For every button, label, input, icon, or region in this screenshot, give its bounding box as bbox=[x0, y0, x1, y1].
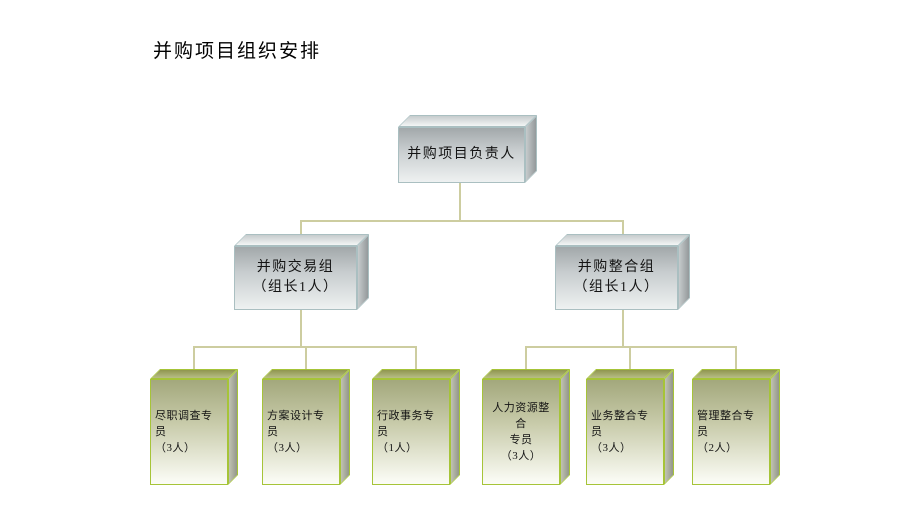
leaf-side-face bbox=[560, 369, 570, 485]
root-front-face: 并购项目负责人 bbox=[398, 127, 525, 183]
leaf-top-face bbox=[692, 369, 780, 379]
leaf-label-line: 方案设计专员 bbox=[267, 410, 325, 438]
root-top-face bbox=[398, 115, 537, 127]
org-node-leaf-hr-integration: 人力资源整合 专员 （3人） bbox=[482, 369, 570, 485]
leaf-top-face bbox=[262, 369, 350, 379]
connector-leaf3-drop bbox=[415, 346, 417, 374]
leaf-label-line: 尽职调查专员 bbox=[155, 410, 213, 438]
leaf-front-face: 管理整合专员 （2人） bbox=[692, 379, 770, 485]
leaf-side-face bbox=[450, 369, 460, 485]
connector-root-stem bbox=[459, 183, 461, 221]
leaf-side-face bbox=[340, 369, 350, 485]
connector-leaf6-drop bbox=[735, 346, 737, 374]
leaf-side-face bbox=[770, 369, 780, 485]
leaf-label-line: （3人） bbox=[267, 442, 308, 454]
leaf-top-face bbox=[482, 369, 570, 379]
connector-right-horizontal bbox=[525, 346, 737, 348]
group-side-face bbox=[357, 234, 369, 310]
org-node-group-transaction: 并购交易组 （组长1人） bbox=[234, 234, 369, 310]
connector-leaf2-drop bbox=[305, 346, 307, 374]
leaf-front-face: 人力资源整合 专员 （3人） bbox=[482, 379, 560, 485]
org-node-root: 并购项目负责人 bbox=[398, 115, 537, 183]
leaf-front-face: 尽职调查专员 （3人） bbox=[150, 379, 228, 485]
org-node-leaf-management-integration: 管理整合专员 （2人） bbox=[692, 369, 780, 485]
leaf-label-line: 行政事务专员 bbox=[377, 410, 435, 438]
leaf-label-line: （3人） bbox=[591, 442, 632, 454]
leaf-label-line: 专员 bbox=[509, 434, 533, 446]
connector-leaf1-drop bbox=[193, 346, 195, 374]
root-label: 并购项目负责人 bbox=[407, 147, 516, 162]
org-node-leaf-admin-affairs: 行政事务专员 （1人） bbox=[372, 369, 460, 485]
leaf-top-face bbox=[586, 369, 674, 379]
root-side-face bbox=[525, 115, 537, 183]
connector-main-horizontal bbox=[300, 220, 624, 222]
group-front-face: 并购整合组 （组长1人） bbox=[555, 246, 678, 310]
leaf-label-line: 人力资源整合 bbox=[492, 402, 550, 430]
leaf-top-face bbox=[372, 369, 460, 379]
leaf-label-line: （1人） bbox=[377, 442, 418, 454]
leaf-label-line: （3人） bbox=[500, 450, 542, 462]
org-node-leaf-business-integration: 业务整合专员 （3人） bbox=[586, 369, 674, 485]
org-node-leaf-plan-design: 方案设计专员 （3人） bbox=[262, 369, 350, 485]
leaf-top-face bbox=[150, 369, 238, 379]
group-name: 并购整合组 bbox=[577, 260, 656, 275]
group-name: 并购交易组 bbox=[256, 260, 335, 275]
leaf-label-line: （2人） bbox=[697, 442, 738, 454]
leaf-label-line: 业务整合专员 bbox=[591, 410, 649, 438]
leaf-label-line: 管理整合专员 bbox=[697, 410, 755, 438]
org-node-leaf-due-diligence: 尽职调查专员 （3人） bbox=[150, 369, 238, 485]
group-top-face bbox=[555, 234, 690, 246]
group-side-face bbox=[678, 234, 690, 310]
group-detail: （组长1人） bbox=[252, 280, 339, 295]
group-top-face bbox=[234, 234, 369, 246]
connector-leaf5-drop bbox=[629, 346, 631, 374]
group-front-face: 并购交易组 （组长1人） bbox=[234, 246, 357, 310]
leaf-label-line: （3人） bbox=[155, 442, 196, 454]
leaf-side-face bbox=[228, 369, 238, 485]
connector-right-stem bbox=[622, 310, 624, 348]
connector-leaf4-drop bbox=[525, 346, 527, 374]
leaf-front-face: 业务整合专员 （3人） bbox=[586, 379, 664, 485]
leaf-front-face: 方案设计专员 （3人） bbox=[262, 379, 340, 485]
org-node-group-integration: 并购整合组 （组长1人） bbox=[555, 234, 690, 310]
group-detail: （组长1人） bbox=[573, 280, 660, 295]
connector-left-stem bbox=[300, 310, 302, 348]
leaf-front-face: 行政事务专员 （1人） bbox=[372, 379, 450, 485]
slide-title: 并购项目组织安排 bbox=[153, 41, 322, 62]
leaf-side-face bbox=[664, 369, 674, 485]
